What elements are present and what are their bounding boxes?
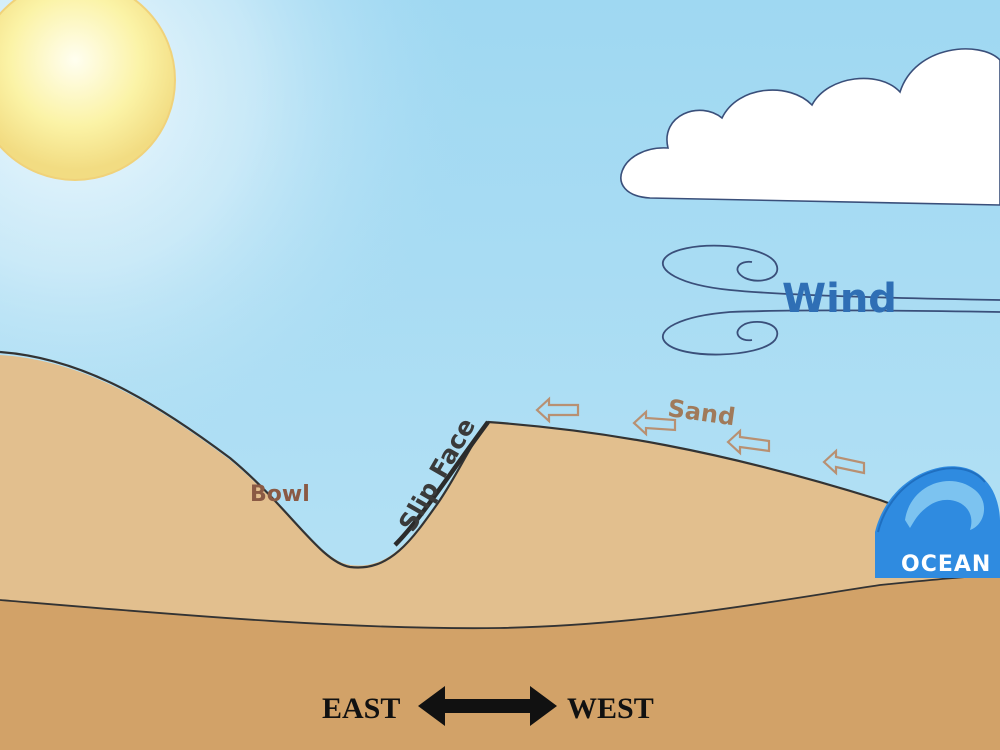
double-headed-arrow-icon bbox=[418, 686, 557, 726]
wave-icon bbox=[875, 466, 1000, 578]
ground-line bbox=[0, 574, 1000, 630]
ground bbox=[0, 575, 1000, 750]
left-arrow-outline-icon bbox=[726, 428, 771, 456]
bowl-slip-outline bbox=[0, 350, 1000, 569]
wind-swirl-icon bbox=[662, 244, 1000, 356]
slip-face-line bbox=[393, 420, 490, 547]
wind-label: Wind bbox=[782, 276, 897, 322]
east-label: EAST bbox=[322, 692, 401, 725]
west-label: WEST bbox=[567, 692, 654, 725]
sand-arrows bbox=[535, 396, 866, 476]
left-arrow-outline-icon bbox=[632, 409, 677, 437]
left-arrow-outline-icon bbox=[535, 396, 580, 424]
sun-icon bbox=[0, 0, 176, 181]
cloud-icon bbox=[620, 48, 1000, 206]
left-arrow-outline-icon bbox=[822, 448, 866, 476]
ocean-label: OCEAN bbox=[901, 552, 992, 577]
bowl-label: Bowl bbox=[250, 482, 310, 507]
